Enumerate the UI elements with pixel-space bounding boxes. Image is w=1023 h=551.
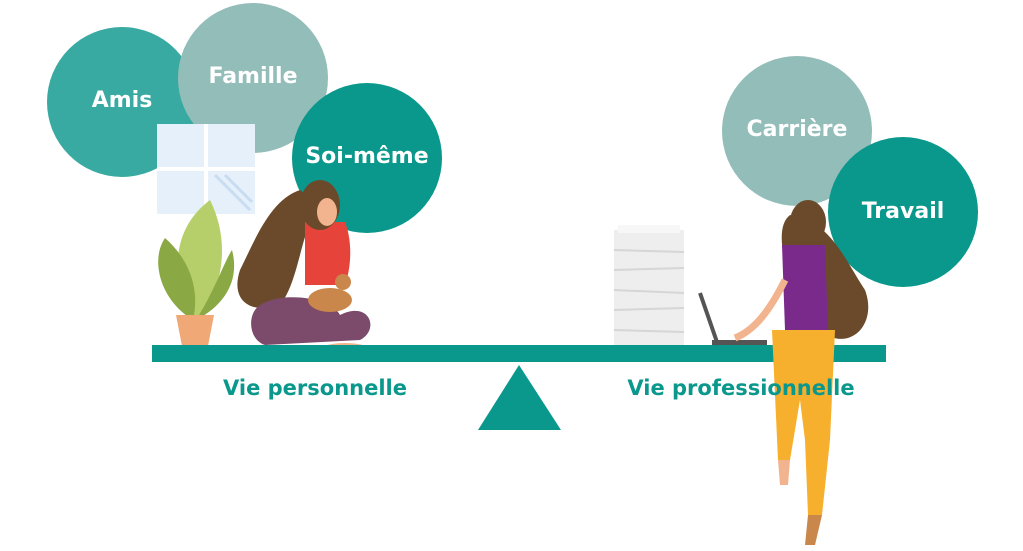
plant-icon bbox=[158, 200, 235, 346]
bubble-amis-label: Amis bbox=[92, 88, 153, 113]
label-vie-personnelle: Vie personnelle bbox=[223, 376, 407, 400]
label-vie-professionnelle: Vie professionnelle bbox=[627, 376, 854, 400]
bubble-carriere-label: Carrière bbox=[747, 117, 848, 142]
bubble-travail: Travail bbox=[828, 137, 978, 287]
woman-standing-at-laptop bbox=[733, 200, 869, 545]
balance-beam bbox=[152, 345, 886, 362]
window-icon bbox=[157, 124, 255, 214]
laptop-icon bbox=[698, 292, 767, 346]
bubble-famille-label: Famille bbox=[208, 64, 297, 89]
bubble-travail-label: Travail bbox=[862, 199, 945, 224]
balance-fulcrum bbox=[478, 365, 561, 430]
bubble-soi-meme-label: Soi-même bbox=[305, 144, 428, 169]
bubble-famille: Famille bbox=[178, 3, 328, 153]
paper-stack-icon bbox=[613, 225, 685, 345]
bubble-carriere: Carrière bbox=[722, 56, 872, 206]
